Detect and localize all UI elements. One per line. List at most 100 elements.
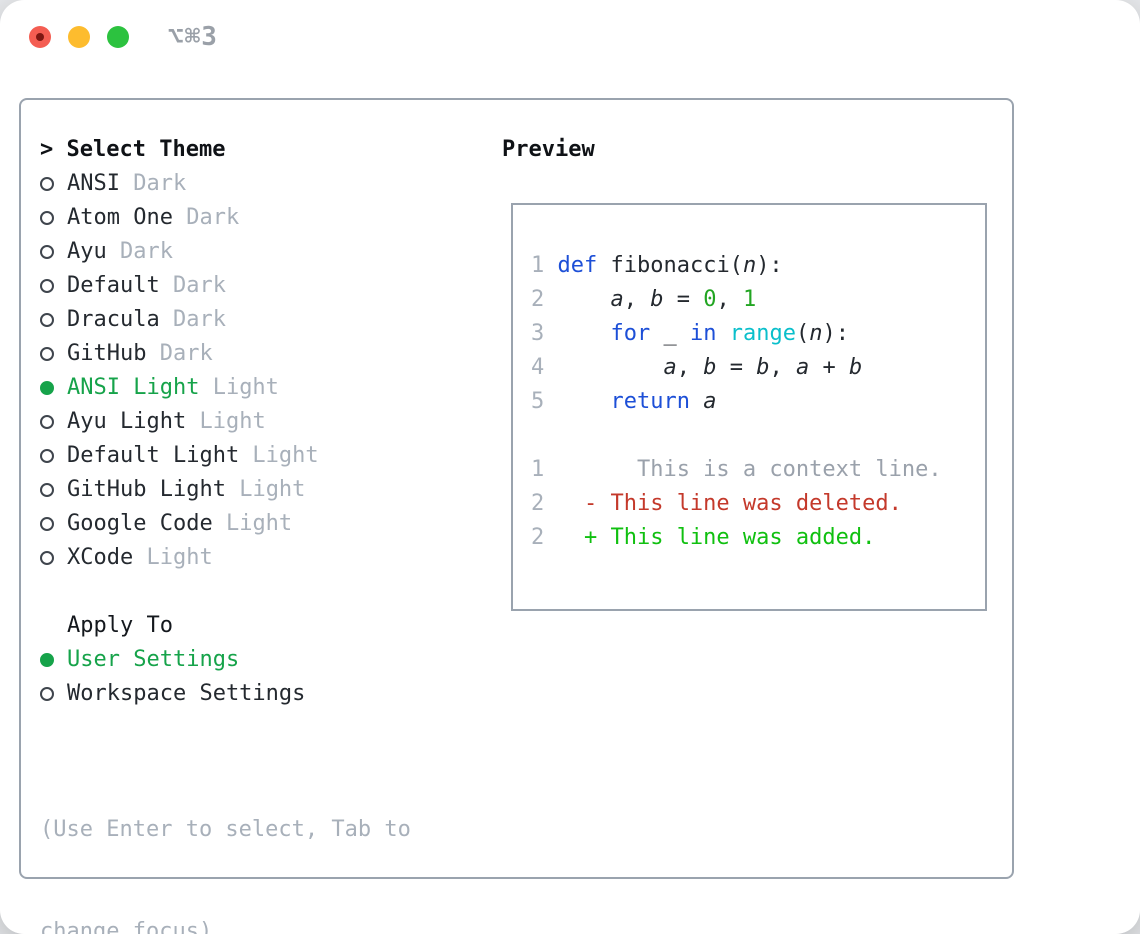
theme-option-label: Atom One (67, 205, 173, 230)
theme-option-default-light[interactable]: Default Light Light (40, 439, 411, 473)
window-title: ⌥⌘3 (168, 22, 218, 52)
code-token (557, 321, 610, 346)
code-token: b (756, 355, 770, 380)
code-token (557, 355, 663, 380)
preview-line: 5 return a (531, 385, 985, 419)
code-token: b (650, 287, 664, 312)
code-token: for (610, 321, 651, 346)
theme-option-label: Default (67, 273, 160, 298)
theme-option-ansi-light[interactable]: ANSI Light Light (40, 371, 411, 405)
code-token (716, 321, 729, 346)
code-token: = (663, 287, 704, 312)
code-token: in (689, 321, 717, 346)
theme-option-github-light[interactable]: GitHub Light Light (40, 473, 411, 507)
code-token: fibonacci( (597, 253, 743, 278)
theme-option-atom-one[interactable]: Atom One Dark (40, 201, 411, 235)
preview-line: 2 - This line was deleted. (531, 487, 985, 521)
code-token: b (703, 355, 717, 380)
code-token (690, 389, 703, 414)
code-token: _ (650, 321, 690, 346)
code-token: - This line was deleted. (557, 491, 902, 516)
hint-line-2: change focus) (40, 919, 213, 934)
code-token: + (809, 355, 849, 380)
close-button[interactable] (29, 26, 51, 48)
minimize-button[interactable] (68, 26, 90, 48)
preview-line: 4 a, b = b, a + b (531, 351, 985, 385)
theme-option-ayu[interactable]: Ayu Dark (40, 235, 411, 269)
code-token: This is a context line. (557, 457, 942, 482)
theme-variant: Light (133, 545, 213, 570)
radio-icon (40, 245, 54, 259)
line-number: 3 (531, 321, 545, 346)
preview-line: 2 + This line was added. (531, 521, 985, 555)
code-token: range (729, 321, 796, 346)
code-token: return (610, 389, 690, 414)
theme-option-ayu-light[interactable]: Ayu Light Light (40, 405, 411, 439)
radio-icon (40, 177, 54, 191)
theme-option-github[interactable]: GitHub Dark (40, 337, 411, 371)
code-token: n (809, 321, 823, 346)
line-number: 1 (531, 457, 545, 482)
theme-variant: Dark (159, 273, 226, 298)
radio-icon (40, 415, 54, 429)
theme-variant: Dark (172, 205, 240, 230)
code-token: , (676, 355, 704, 380)
code-token: ): (822, 321, 849, 346)
apply-option-workspace-settings[interactable]: Workspace Settings (40, 677, 411, 711)
theme-option-xcode[interactable]: XCode Light (40, 541, 411, 575)
keyboard-hint: (Use Enter to select, Tab to change focu… (40, 745, 411, 934)
apply-to-header: Apply To (67, 609, 411, 643)
code-token: a (610, 287, 624, 312)
theme-option-label: ANSI (67, 171, 120, 196)
theme-option-label: Dracula (67, 307, 160, 332)
line-number: 1 (531, 253, 545, 278)
code-token: 1 (742, 287, 757, 312)
theme-variant: Dark (119, 171, 187, 196)
theme-variant: Light (186, 409, 266, 434)
preview-header: Preview (502, 133, 595, 167)
code-token: a (663, 355, 677, 380)
radio-icon (40, 551, 54, 565)
preview-title: Preview (502, 137, 595, 162)
line-number: 4 (531, 355, 545, 380)
theme-option-label: GitHub (67, 341, 147, 366)
select-theme-header: > Select Theme (40, 133, 411, 167)
radio-icon (40, 687, 54, 701)
radio-icon (40, 279, 54, 293)
theme-option-label: Google Code (67, 511, 213, 536)
theme-variant: Light (225, 477, 306, 502)
radio-icon (40, 517, 54, 531)
code-token (557, 389, 610, 414)
line-number: 2 (531, 287, 545, 312)
maximize-button[interactable] (107, 26, 129, 48)
theme-option-label: Ayu (67, 239, 107, 264)
radio-icon (40, 313, 54, 327)
theme-option-dracula[interactable]: Dracula Dark (40, 303, 411, 337)
radio-icon (40, 449, 54, 463)
apply-option-user-settings[interactable]: User Settings (40, 643, 411, 677)
theme-option-label: ANSI Light (67, 375, 200, 400)
theme-option-ansi[interactable]: ANSI Dark (40, 167, 411, 201)
theme-variant: Dark (146, 341, 213, 366)
code-token: = (716, 355, 757, 380)
theme-option-label: Default Light (67, 443, 240, 468)
apply-to-title: Apply To (67, 613, 173, 638)
theme-option-label: XCode (67, 545, 134, 570)
theme-option-label: Ayu Light (67, 409, 187, 434)
preview-line: 3 for _ in range(n): (531, 317, 985, 351)
code-token: n (742, 253, 757, 278)
code-token: 0 (703, 287, 717, 312)
radio-icon (40, 211, 54, 225)
code-token: a (795, 355, 810, 380)
theme-option-google-code[interactable]: Google Code Light (40, 507, 411, 541)
theme-option-default[interactable]: Default Dark (40, 269, 411, 303)
apply-option-label: User Settings (67, 647, 240, 672)
preview-line: 1 This is a context line. (531, 453, 985, 487)
spacer (40, 711, 411, 745)
theme-variant: Light (212, 511, 293, 536)
